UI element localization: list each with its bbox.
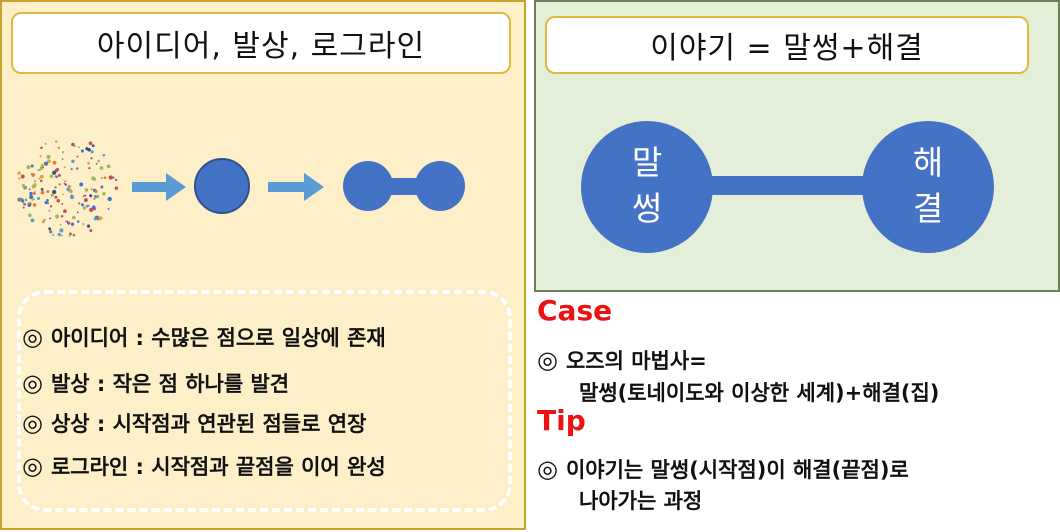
definition-imagination: ◎ 상상 : 시작점과 연관된 점들로 연장 — [22, 408, 366, 438]
double-circle-icon: ◎ — [22, 409, 43, 437]
tip-label: Tip — [537, 404, 586, 437]
resolution-label: 해 결 — [898, 140, 958, 232]
definition-text: 상상 : 시작점과 연관된 점들로 연장 — [50, 412, 367, 436]
trouble-label: 말 썽 — [617, 140, 677, 232]
definition-text: 아이디어 : 수많은 점으로 일상에 존재 — [50, 326, 386, 350]
idea-panel — [0, 0, 526, 530]
idea-panel-title: 아이디어, 발상, 로그라인 — [11, 12, 511, 74]
resolution-char-1: 해 — [912, 143, 944, 182]
double-circle-icon: ◎ — [537, 455, 558, 483]
double-circle-icon: ◎ — [22, 323, 43, 351]
definitions-box — [17, 290, 512, 512]
double-circle-icon: ◎ — [22, 369, 43, 397]
definition-logline: ◎ 로그라인 : 시작점과 끝점을 이어 완성 — [22, 451, 386, 481]
tip-line-2: 나아가는 과정 — [579, 489, 703, 513]
case-text-1: 오즈의 마법사= — [565, 349, 707, 373]
double-circle-icon: ◎ — [22, 452, 43, 480]
case-label: Case — [537, 294, 613, 327]
trouble-char-1: 말 — [631, 143, 663, 182]
definition-text: 로그라인 : 시작점과 끝점을 이어 완성 — [50, 455, 386, 479]
tip-line-1: ◎ 이야기는 말썽(시작점)이 해결(끝점)로 — [537, 454, 909, 484]
story-panel-title: 이야기 = 말썽+해결 — [545, 16, 1029, 74]
case-line-1: ◎ 오즈의 마법사= — [537, 345, 707, 375]
case-line-2: 말썽(토네이도와 이상한 세계)+해결(집) — [579, 381, 940, 405]
definition-idea: ◎ 아이디어 : 수많은 점으로 일상에 존재 — [22, 322, 386, 352]
definition-text: 발상 : 작은 점 하나를 발견 — [50, 372, 290, 396]
definition-concept: ◎ 발상 : 작은 점 하나를 발견 — [22, 368, 289, 398]
double-circle-icon: ◎ — [537, 346, 558, 374]
trouble-char-2: 썽 — [631, 189, 663, 228]
resolution-char-2: 결 — [912, 189, 944, 228]
tip-text-1: 이야기는 말썽(시작점)이 해결(끝점)로 — [565, 458, 909, 482]
